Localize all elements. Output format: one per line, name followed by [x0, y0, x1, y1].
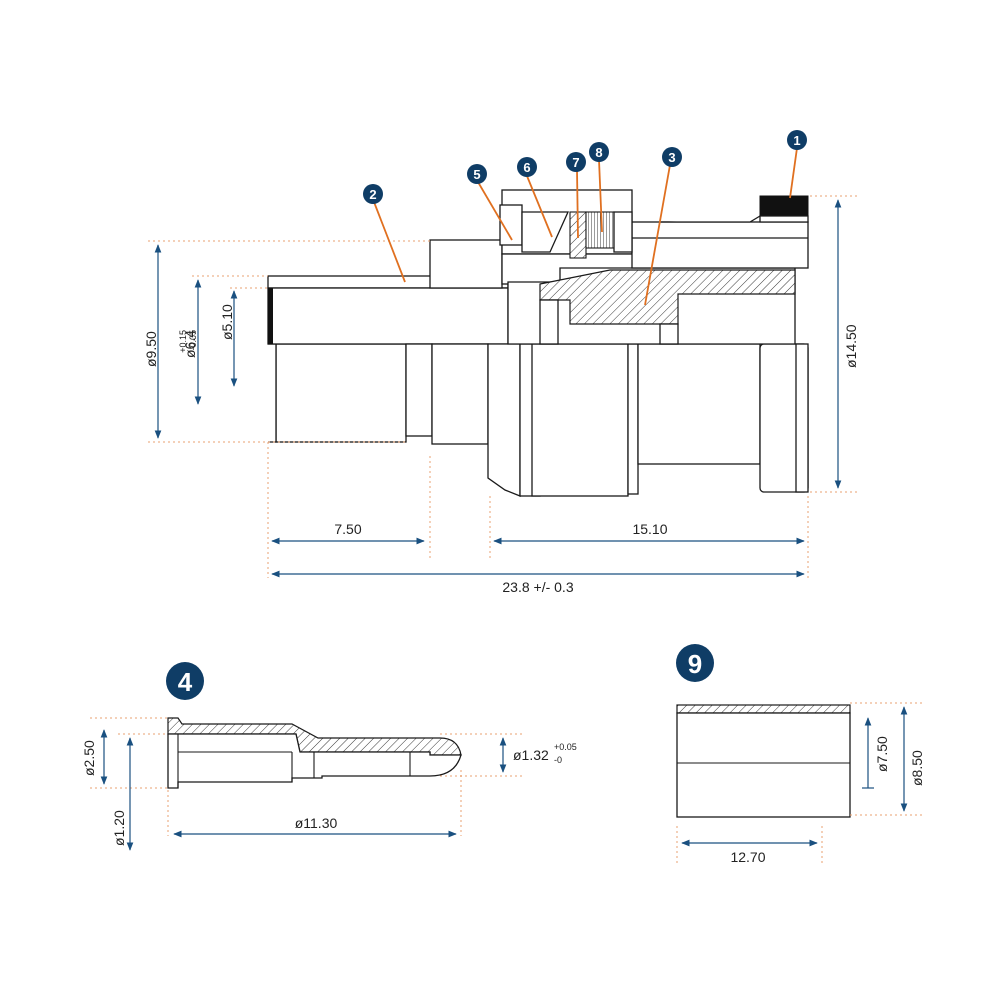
part4-guides	[90, 717, 522, 836]
part-8-braid	[585, 211, 615, 249]
callout-3: 3	[662, 147, 682, 167]
dim-d14-50: ø14.50	[843, 324, 859, 368]
callout-7-label: 7	[572, 155, 579, 170]
main-dimension-lines	[154, 199, 842, 578]
dim-d6-4-base: ø6.4	[182, 330, 198, 358]
bayonet-right-wall	[627, 343, 639, 495]
main-guides	[148, 195, 860, 578]
callout-8-label: 8	[595, 145, 602, 160]
dim-d1-32-tol-plus: +0.05	[554, 742, 577, 752]
dim-l15-10: 15.10	[632, 521, 667, 537]
dim-d5-10: ø5.10	[219, 304, 235, 340]
part-6-clamp	[521, 211, 570, 253]
sleeve-part	[676, 704, 851, 818]
part4-dimension-lines	[100, 729, 507, 851]
dim-l11-30: ø11.30	[295, 815, 338, 831]
dim-d7-50: ø7.50	[874, 736, 890, 772]
dim-d6-4: ø6.4	[182, 330, 198, 358]
dim-d6-4-tol-minus: -0.05	[188, 330, 198, 351]
body-lower-edge	[795, 343, 809, 493]
callout-5-label: 5	[473, 167, 480, 182]
dim-d1-32: ø1.32	[513, 747, 549, 763]
body-upper-ribbed	[429, 239, 503, 289]
ferrule-bore	[267, 287, 509, 345]
callout-9: 9	[676, 644, 714, 682]
callout-3-label: 3	[668, 150, 675, 165]
outer-tube	[631, 221, 809, 269]
dim-d6-4-tol-plus: +0.15	[178, 330, 188, 353]
dim-l12-70: 12.70	[730, 849, 765, 865]
ferrule-crimp-zone	[275, 343, 407, 443]
callout-1: 1	[787, 130, 807, 150]
callout-4: 4	[166, 662, 204, 700]
dim-d1-32-tol-minus: -0	[554, 755, 562, 765]
callout-8: 8	[589, 142, 609, 162]
body-lower	[637, 343, 761, 465]
callout-2: 2	[363, 184, 383, 204]
nut-inner-wall	[613, 211, 633, 253]
part9-guides	[676, 702, 922, 866]
dim-l23-8: 23.8 +/- 0.3	[502, 579, 573, 595]
dim-l7-50: 7.50	[334, 521, 361, 537]
dim-d1-20: ø1.20	[111, 810, 127, 846]
callout-6: 6	[517, 157, 537, 177]
callout-4-label: 4	[178, 667, 193, 697]
gasket-1	[759, 195, 809, 217]
callout-5: 5	[467, 164, 487, 184]
contact-step	[659, 323, 679, 345]
dim-d8-50: ø8.50	[909, 750, 925, 786]
callout-6-label: 6	[523, 160, 530, 175]
bayonet-knurl	[531, 343, 629, 497]
center-contact-part	[167, 717, 462, 789]
lower-sleeve-b	[431, 343, 489, 445]
dim-d2-50: ø2.50	[81, 740, 97, 776]
part9-dimension-lines	[681, 706, 908, 847]
lower-sleeve-c	[487, 343, 521, 497]
lower-sleeve-a	[405, 343, 433, 437]
callout-7: 7	[566, 152, 586, 172]
main-connector-assembly	[267, 189, 809, 497]
leader-lines	[373, 147, 798, 306]
dim-d9-50: ø9.50	[143, 331, 159, 367]
callout-1-label: 1	[793, 133, 800, 148]
callout-2-label: 2	[369, 187, 376, 202]
ferrule-end	[268, 288, 273, 344]
callout-9-label: 9	[688, 649, 702, 679]
insert-step	[539, 299, 559, 345]
